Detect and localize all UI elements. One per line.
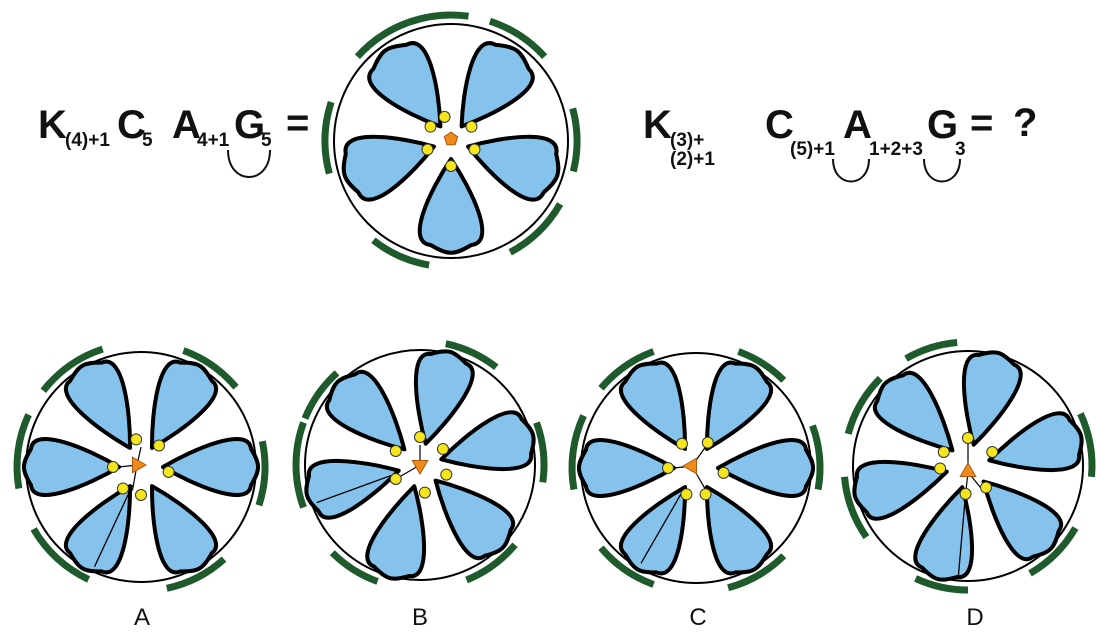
stamen-dot: [663, 463, 674, 474]
formula-a: A: [843, 105, 872, 145]
petal: [718, 440, 813, 496]
stamen-dot: [960, 488, 971, 499]
option-b-label[interactable]: B: [400, 606, 440, 630]
sepal-arc: [408, 15, 469, 23]
stamen-dot: [437, 443, 448, 454]
petal: [621, 363, 685, 449]
stamen-dot: [163, 466, 174, 477]
petal: [24, 439, 119, 495]
petal: [621, 487, 685, 573]
stamen-dot: [718, 467, 729, 478]
stamen-dot: [446, 161, 457, 172]
option-c-label[interactable]: C: [678, 606, 718, 630]
stamen-dot: [425, 121, 436, 132]
petal: [984, 482, 1062, 560]
formula-question: ?: [1013, 103, 1037, 143]
stamen-dot: [963, 433, 974, 444]
petal: [152, 486, 216, 572]
stamen-dot: [938, 447, 949, 458]
petal: [66, 362, 130, 448]
petal: [707, 487, 771, 573]
sepal-arc: [259, 441, 265, 505]
petal: [915, 487, 972, 579]
stamen-dot: [118, 483, 129, 494]
petal: [468, 137, 558, 200]
stamen-dot: [390, 446, 401, 457]
pistil-shape: [133, 457, 147, 473]
formula-k: K: [38, 105, 67, 145]
pistil-shape: [960, 463, 976, 477]
stamen-dot: [700, 489, 711, 500]
petal: [436, 481, 514, 559]
stamen-dot: [987, 447, 998, 458]
petal: [420, 159, 483, 253]
petal: [462, 43, 533, 126]
stamen-dot: [390, 474, 401, 485]
petal: [707, 363, 771, 449]
stamen-dot: [702, 437, 713, 448]
pistil-shape: [412, 461, 428, 475]
sepal-arc: [325, 102, 331, 174]
reference-flower-diagram: [317, 10, 587, 272]
formula-c-sub: 5: [142, 131, 153, 150]
stamen-dot: [441, 469, 452, 480]
stamen-dot: [439, 111, 450, 122]
stamen-dot: [415, 432, 426, 443]
sepal-arc: [510, 204, 560, 252]
formula-k-sub: (3)+(2)+1: [670, 131, 715, 169]
stamen-dot: [469, 144, 480, 155]
sepal-arc: [813, 426, 820, 490]
petal: [327, 372, 405, 450]
stamen-dot: [131, 434, 142, 445]
petal: [579, 440, 674, 496]
stamen-dot: [419, 487, 430, 498]
petal: [854, 462, 946, 519]
petal: [964, 352, 1021, 444]
formula-k: K: [643, 105, 672, 145]
pistil-shape: [683, 458, 697, 474]
sepal-arc: [296, 423, 303, 508]
formula-a-sub: 1+2+3: [869, 140, 923, 159]
option-d-flower-diagram[interactable]: [838, 336, 1096, 598]
petal: [989, 413, 1081, 470]
petal: [875, 373, 953, 451]
petal: [344, 137, 434, 200]
pistil-shape: [444, 132, 457, 145]
stamen-dot: [422, 144, 433, 155]
stamen-dot: [980, 482, 991, 493]
sepal-arc: [573, 108, 577, 171]
stamen-dot: [681, 489, 692, 500]
option-d-label[interactable]: D: [955, 606, 995, 630]
stamen-dot: [108, 462, 119, 473]
stamen-dot: [153, 440, 164, 451]
stamen-dot: [935, 463, 946, 474]
fusion-arc-androecium: [829, 155, 873, 185]
stamen-dot: [677, 438, 688, 449]
fusion-arc-left: [224, 146, 274, 182]
option-a-label[interactable]: A: [122, 606, 162, 630]
petal: [367, 486, 424, 578]
petal: [441, 412, 533, 469]
sepal-arc: [373, 240, 429, 265]
petal: [369, 43, 440, 126]
petal: [416, 351, 473, 443]
fusion-arc-gynoecium: [920, 155, 964, 185]
petal: [163, 439, 258, 495]
stamen-dot: [136, 490, 147, 501]
option-c-flower-diagram[interactable]: [562, 336, 830, 598]
option-a-flower-diagram[interactable]: [8, 336, 276, 598]
formula-k-sub: (4)+1: [65, 131, 110, 150]
petal: [152, 362, 216, 448]
formula-equals: =: [970, 103, 993, 143]
formula-equals: =: [286, 103, 309, 143]
option-b-flower-diagram[interactable]: [287, 334, 555, 596]
stamen-dot: [466, 121, 477, 132]
formula-g: G: [927, 105, 958, 145]
sepal-arc: [537, 423, 545, 483]
